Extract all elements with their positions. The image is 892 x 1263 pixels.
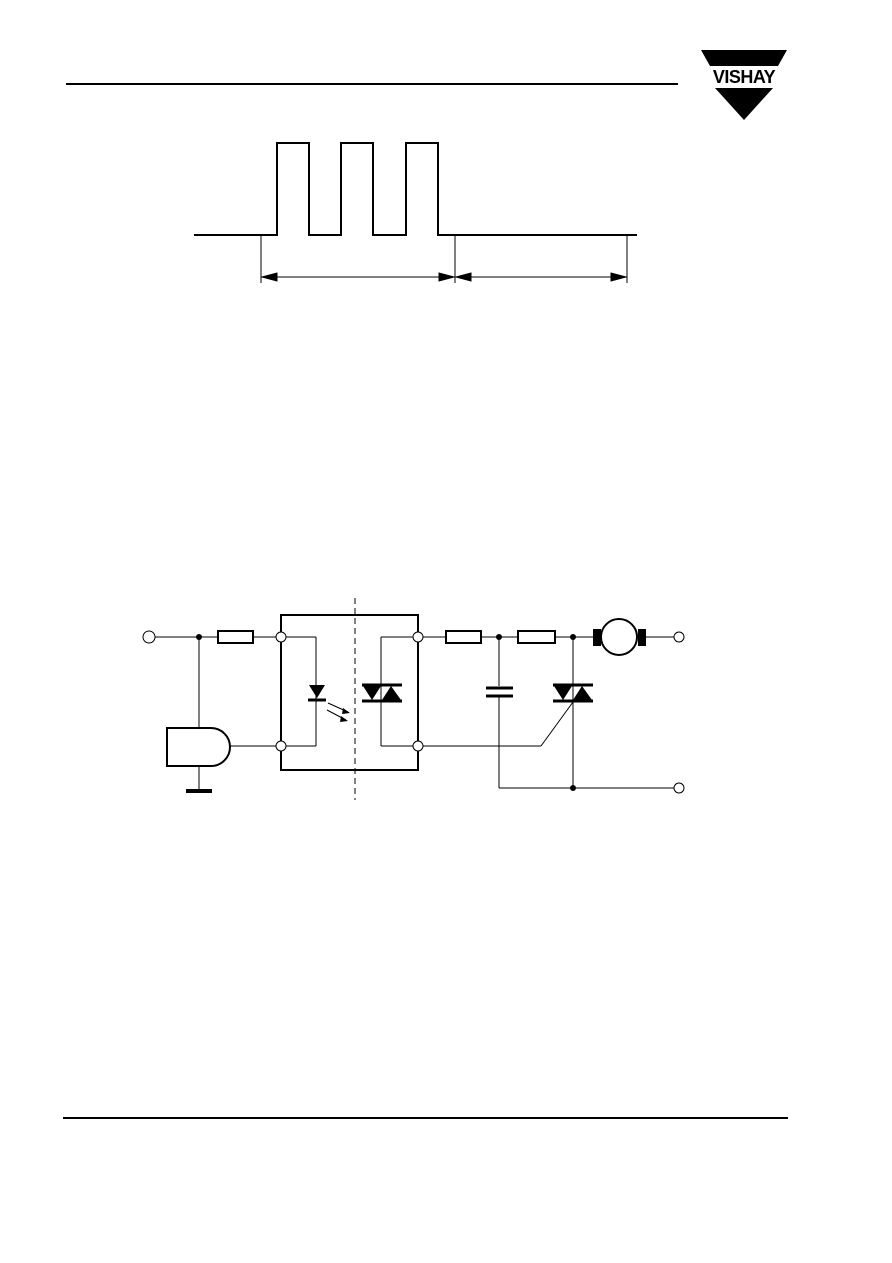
waveform-trace	[194, 142, 637, 236]
motor-icon	[593, 618, 646, 656]
photo-triac-icon	[362, 636, 413, 747]
arrowhead-right-icon	[438, 272, 456, 282]
output-terminal-1	[673, 631, 685, 643]
arrowhead-right-icon	[610, 272, 628, 282]
series-resistor-2	[517, 630, 556, 644]
input-terminal	[142, 630, 156, 644]
vishay-logo: VISHAY	[699, 46, 789, 122]
junction-dot	[196, 634, 202, 640]
junction-dot	[496, 634, 502, 640]
input-wiring	[155, 636, 317, 790]
led-icon	[308, 685, 350, 722]
arrowhead-left-icon	[454, 272, 472, 282]
logo-text: VISHAY	[712, 67, 776, 87]
input-resistor	[217, 630, 254, 644]
output-terminal-2	[673, 782, 685, 794]
dimension-lines	[260, 236, 628, 283]
triac-icon	[553, 683, 593, 703]
optocoupler-package	[280, 614, 419, 771]
pin-1	[275, 631, 287, 643]
junction-dot	[570, 634, 576, 640]
pin-4	[412, 740, 424, 752]
pin-2	[275, 740, 287, 752]
capacitor-icon	[486, 686, 513, 698]
header-rule	[66, 83, 678, 85]
pulse-train-diagram	[194, 142, 637, 283]
pin-6	[412, 631, 424, 643]
output-wiring	[423, 636, 674, 789]
arrowhead-left-icon	[260, 272, 278, 282]
logic-gate	[166, 727, 231, 767]
footer-rule	[63, 1117, 788, 1119]
series-resistor-1	[445, 630, 482, 644]
logo-triangle-icon	[701, 50, 787, 120]
junction-dot	[570, 785, 576, 791]
